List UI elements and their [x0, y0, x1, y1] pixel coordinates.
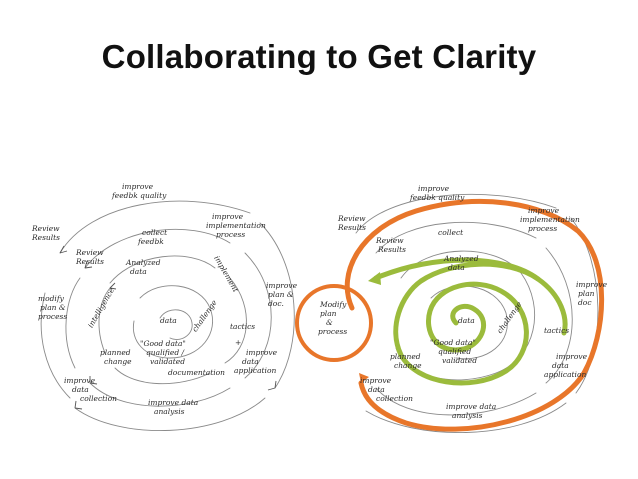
label-analyzed-data: Analyzed data — [125, 258, 163, 276]
outer-arc-bottom — [74, 397, 266, 432]
left-spiral-diagram: improve feedbk quality Review Results im… — [30, 182, 310, 441]
label-review-results-inner: Review Results — [75, 248, 106, 266]
label-data: data — [458, 316, 475, 325]
label-improve-data-analysis: improve data analysis — [446, 402, 499, 420]
orange-loop-path — [344, 198, 605, 432]
label-improve-implementation-process: improve implementation process — [520, 206, 582, 233]
label-documentation: documentation — [168, 368, 225, 377]
label-challenge: challenge — [190, 298, 219, 334]
ring3-arc-bottom — [114, 367, 211, 385]
arrowhead-1 — [59, 245, 68, 254]
label-improve-feedbk-quality: improve feedbk quality — [409, 184, 465, 202]
ring4-arc — [132, 285, 214, 359]
right-spiral-diagram: improve feedbk quality Review Results im… — [295, 183, 610, 441]
label-planned-change: planned change — [100, 348, 133, 366]
arrowhead-5 — [89, 376, 98, 385]
label-modify-plan-process: modify plan & process — [38, 294, 68, 321]
arrowhead-3 — [74, 400, 83, 410]
outer-arc-right — [259, 222, 295, 389]
arrowhead-2 — [267, 380, 277, 391]
ring2-arc-left — [65, 277, 81, 369]
orange-outer-loop — [344, 198, 605, 432]
label-improve-data-application: improve data application — [234, 348, 279, 375]
ring3-arc-right — [224, 277, 247, 364]
label-improve-implementation-process: improve implementation process — [206, 212, 268, 239]
ring3-arc-left — [98, 287, 111, 354]
label-improve-data-analysis: improve data analysis — [148, 398, 201, 416]
ring2-arc-right — [244, 252, 272, 379]
label-tactics: tactics — [544, 326, 569, 335]
label-review-results: Review Results — [31, 224, 62, 242]
label-improve-data-collection: improve data collection — [64, 376, 117, 403]
label-plus: + — [235, 338, 241, 347]
label-implement: implement — [212, 254, 241, 294]
label-improve-data-application: improve data application — [544, 352, 589, 379]
label-planned-change: planned change — [390, 352, 423, 370]
label-tactics: tactics — [230, 322, 255, 331]
label-collect: collect — [438, 228, 464, 237]
ring2-arc-top — [375, 221, 537, 254]
green-arrow-line — [373, 257, 541, 282]
label-challenge: challenge — [495, 299, 524, 335]
label-improve-data-collection: improve data collection — [360, 376, 413, 403]
label-good-data: "Good data" qualified / validated — [140, 339, 188, 366]
ring2-arc-right — [545, 247, 573, 384]
label-good-data: "Good data" qualified validated — [430, 338, 478, 365]
label-modify-plan-process: Modify plan & process — [318, 300, 349, 336]
ring2-arc-top — [84, 228, 231, 269]
slide-title: Collaborating to Get Clarity — [101, 38, 537, 75]
ring2-arc-bottom — [89, 382, 231, 407]
ring3-arc-top — [109, 255, 216, 284]
left-spiral-svg: improve feedbk quality Review Results im… — [31, 182, 299, 432]
right-spiral-svg: improve feedbk quality Review Results im… — [295, 184, 609, 434]
green-arrowhead — [368, 272, 381, 285]
label-intelligence: intelligence — [86, 286, 116, 330]
spiral-arcs — [355, 194, 599, 434]
label-improve-plan-doc: improve plan & doc. — [266, 281, 299, 308]
outer-arc-left — [40, 292, 71, 399]
spiral-arcs — [40, 200, 295, 432]
arrowhead-6 — [109, 282, 117, 290]
label-data: data — [160, 316, 177, 325]
label-improve-feedbk-quality: improve feedbk quality — [111, 182, 167, 200]
outer-arc-bottom — [365, 402, 567, 434]
label-review-results: Review Results — [337, 214, 368, 232]
label-improve-plan-doc: improve plan doc — [576, 280, 609, 307]
outer-arc-top — [59, 200, 251, 254]
ring2-arc-bottom — [375, 387, 537, 416]
label-analyzed-data: Analyzed data — [443, 254, 481, 272]
arrowheads — [59, 245, 277, 410]
label-collect-feedbk: collect feedbk — [137, 228, 170, 246]
outer-arc-top — [355, 194, 557, 234]
label-review-results-inner: Review Results — [375, 236, 406, 254]
ring5-arc — [159, 309, 193, 340]
arrowhead-4 — [84, 260, 93, 269]
green-spiral-path — [393, 261, 568, 386]
orange-arrowhead — [359, 373, 369, 383]
green-inner-spiral — [368, 257, 568, 386]
highlight-circle — [295, 284, 373, 362]
